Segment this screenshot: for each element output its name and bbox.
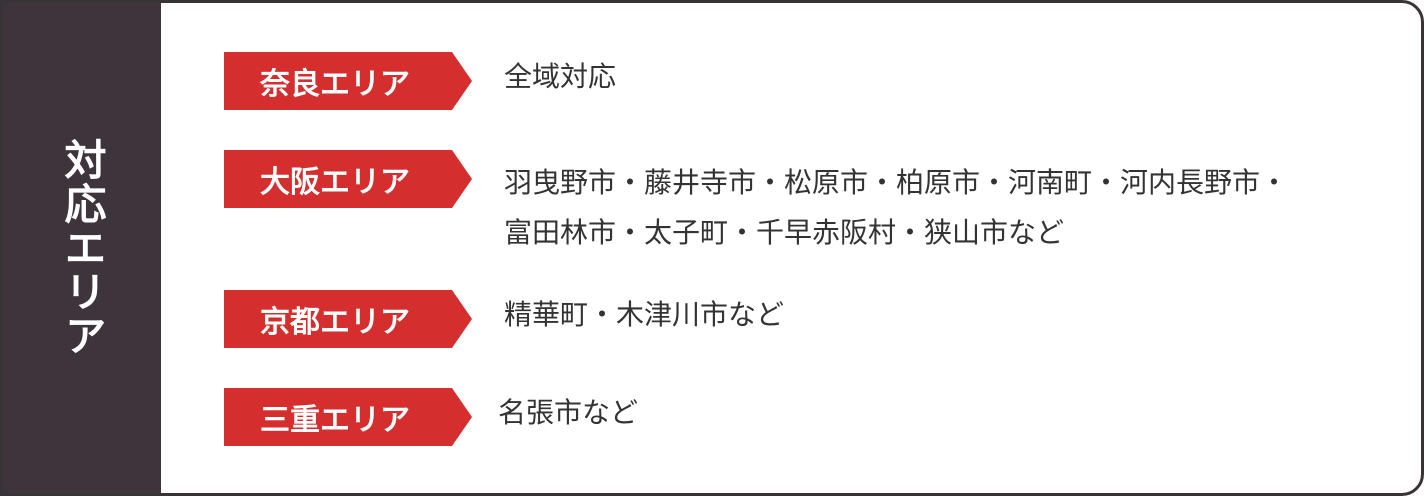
area-list-nara: 全域対応 [504,60,617,93]
area-tag-kyoto: 京都エリア [224,290,472,348]
side-header: 対応エリア [3,3,161,493]
area-tag-nara: 奈良エリア [224,52,472,110]
area-tag-osaka: 大阪エリア [224,150,472,208]
area-row-mie: 三重エリア 名張市など [224,388,638,446]
area-row-kyoto: 京都エリア 精華町・木津川市など [224,290,784,348]
area-list-osaka-line1: 羽曳野市・藤井寺市・松原市・柏原市・河南町・河内長野市・ [504,166,1289,199]
area-row-osaka: 大阪エリア 羽曳野市・藤井寺市・松原市・柏原市・河南町・河内長野市・ 富田林市・… [224,150,1288,258]
area-list-osaka-line2: 富田林市・太子町・千早赤阪村・狭山市など [504,216,1065,249]
area-row-nara: 奈良エリア 全域対応 [224,52,616,110]
area-list-osaka: 羽曳野市・藤井寺市・松原市・柏原市・河南町・河内長野市・ 富田林市・太子町・千早… [504,150,1288,258]
area-list-kyoto: 精華町・木津川市など [504,298,785,331]
area-tag-mie: 三重エリア [224,388,472,446]
area-list-mie: 名張市など [498,396,639,429]
side-title: 対応エリア [58,138,107,358]
